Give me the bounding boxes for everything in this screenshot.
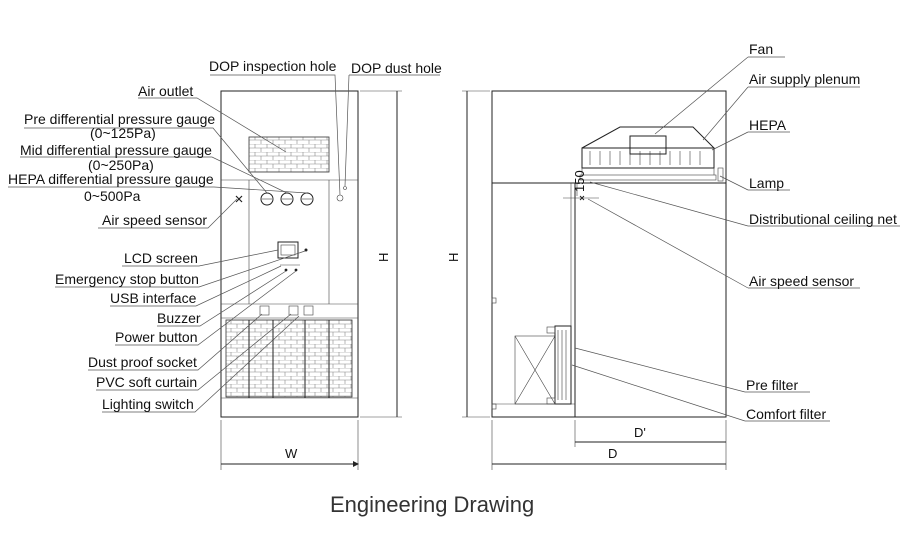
air-outlet-label: Air outlet xyxy=(138,83,193,99)
hepa-gauge-label: HEPA differential pressure gauge xyxy=(8,171,214,187)
side-view: 150 D' D H xyxy=(446,41,900,470)
air-supply-plenum-shape xyxy=(581,126,716,149)
dop-dust-hole-icon xyxy=(343,186,347,190)
hepa-filter-shape xyxy=(581,147,715,169)
depth-dim-label: D xyxy=(608,446,617,461)
lamp-label: Lamp xyxy=(749,175,784,191)
mid-gauge-label: Mid differential pressure gauge xyxy=(20,142,212,158)
hepa-label: HEPA xyxy=(749,117,787,133)
lcd-screen-label: LCD screen xyxy=(124,250,198,266)
height-dim-label: H xyxy=(376,253,391,262)
dop-dust-hole-label: DOP dust hole xyxy=(351,60,442,76)
side-air-speed-sensor-label: Air speed sensor xyxy=(749,273,854,289)
dop-inspection-hole-icon xyxy=(336,194,344,202)
air-supply-plenum-label: Air supply plenum xyxy=(749,71,860,87)
comfort-filter-label: Comfort filter xyxy=(746,406,826,422)
front-leader-lines xyxy=(8,74,440,413)
width-dim-label: W xyxy=(285,446,298,461)
mid-gauge-range: (0~250Pa) xyxy=(88,157,154,173)
side-leader-lines xyxy=(571,56,900,422)
side-air-speed-sensor-icon xyxy=(579,195,585,201)
hepa-gauge-range: 0~500Pa xyxy=(84,188,141,204)
side-cabinet-outline xyxy=(491,90,727,418)
dust-proof-socket-label: Dust proof socket xyxy=(88,354,197,370)
front-cabinet-outline xyxy=(220,90,359,418)
gap-dim-label: 150 xyxy=(572,170,587,192)
lamp-shape xyxy=(579,174,717,181)
pre-gauge-range: (0~125Pa) xyxy=(90,125,156,141)
buzzer-label: Buzzer xyxy=(157,310,201,326)
inner-depth-dim-label: D' xyxy=(634,425,646,440)
buzzer-icon xyxy=(284,268,288,272)
pvc-curtain-area xyxy=(225,319,353,398)
pre-gauge-label: Pre differential pressure gauge xyxy=(24,111,215,127)
ceiling-net-label: Distributional ceiling net xyxy=(749,211,897,227)
lighting-switch-label: Lighting switch xyxy=(102,396,194,412)
fan-label: Fan xyxy=(749,41,773,57)
side-height-dim-label: H xyxy=(446,253,461,262)
power-button-icon xyxy=(294,268,298,272)
usb-interface-label: USB interface xyxy=(110,290,197,306)
fan-shape xyxy=(629,135,667,155)
emergency-stop-icon xyxy=(304,248,308,252)
front-view: W H DOP inspection hole DOP dust hole xyxy=(8,58,442,470)
dust-proof-socket-icon xyxy=(259,305,270,316)
comfort-filter-shape xyxy=(554,325,572,405)
front-air-speed-sensor-label: Air speed sensor xyxy=(102,212,207,228)
air-speed-sensor-icon xyxy=(235,195,243,203)
pvc-curtain-label: PVC soft curtain xyxy=(96,374,197,390)
air-outlet-grille xyxy=(248,136,330,173)
dop-inspection-hole-label: DOP inspection hole xyxy=(209,58,337,74)
emergency-stop-label: Emergency stop button xyxy=(55,271,199,287)
power-button-label: Power button xyxy=(115,329,198,345)
pre-filter-label: Pre filter xyxy=(746,377,798,393)
drawing-caption: Engineering Drawing xyxy=(330,492,534,517)
